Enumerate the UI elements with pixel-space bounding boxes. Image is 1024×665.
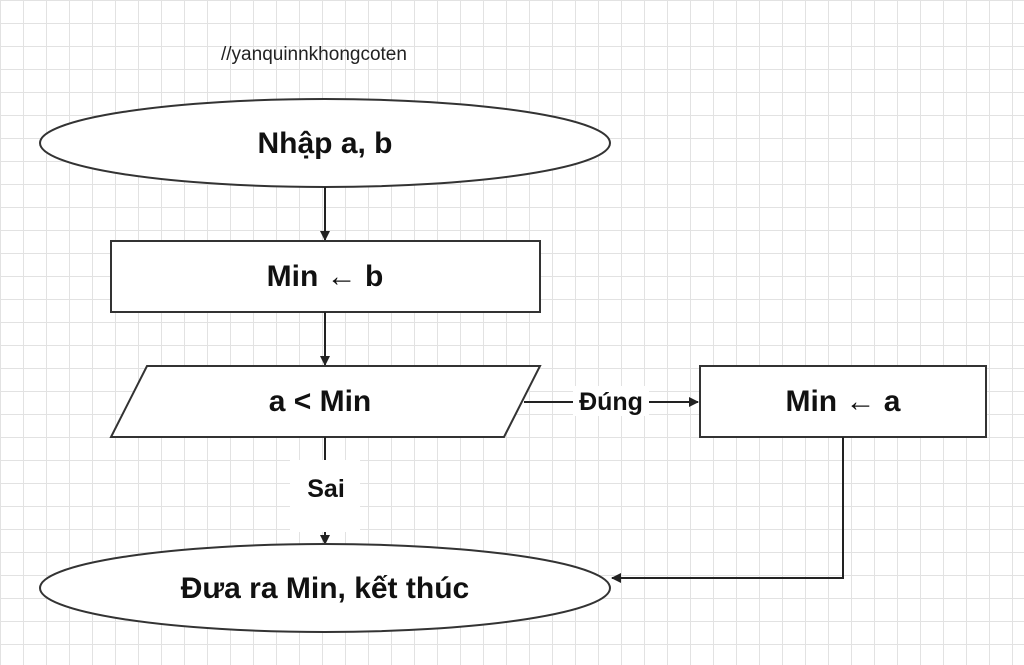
false-edge-label: Sai	[307, 475, 345, 503]
assign-min-a-node: Min ← a	[699, 365, 987, 438]
assign-min-b-label: Min ← b	[267, 260, 384, 293]
condition-label: a < Min	[269, 385, 372, 418]
assign-min-a-label: Min ← a	[785, 385, 900, 418]
assign-min-b-node: Min ← b	[110, 240, 541, 313]
output-node: Đưa ra Min, kết thúc	[39, 543, 611, 633]
watermark-text: //yanquinnkhongcoten	[221, 44, 407, 65]
input-node: Nhập a, b	[39, 98, 611, 188]
false-label-background	[290, 460, 360, 532]
output-node-label: Đưa ra Min, kết thúc	[181, 572, 469, 605]
edge-assign-a-to-output	[611, 437, 844, 583]
true-label-background	[573, 386, 649, 416]
condition-node: a < Min	[109, 365, 542, 438]
input-node-label: Nhập a, b	[257, 127, 392, 160]
true-edge-label: Đúng	[579, 388, 643, 416]
